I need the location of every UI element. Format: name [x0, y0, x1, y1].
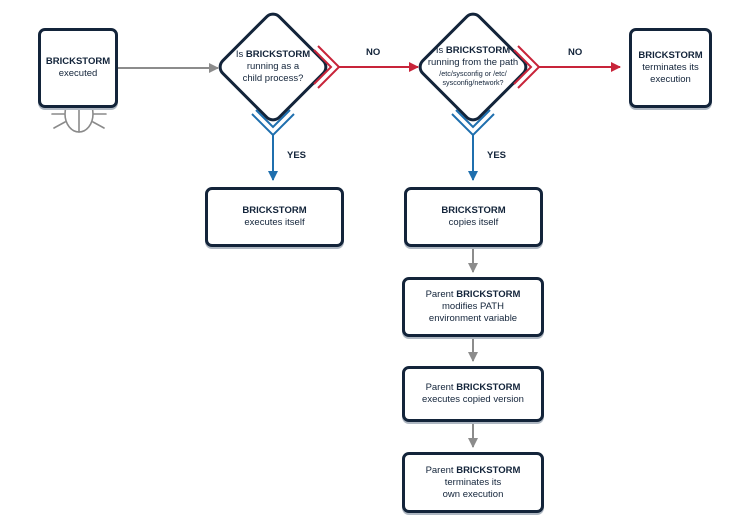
modifies-path-node: Parent BRICKSTORM modifies PATH environm… [402, 277, 544, 337]
edge-label-yes-2: YES [487, 150, 507, 161]
start-node-line2: executed [58, 68, 98, 79]
terminates-node-line3: execution [650, 74, 691, 85]
edge-label-no-1: NO [366, 47, 381, 58]
start-node: BRICKSTORM executed [38, 28, 118, 108]
executes-itself-title: BRICKSTORM [242, 205, 307, 216]
executes-itself-node: BRICKSTORM executes itself [205, 187, 344, 247]
start-node-title: BRICKSTORM [45, 56, 111, 67]
terminates-own-line3: own execution [442, 488, 504, 500]
decision1-line2: running as a [246, 61, 300, 72]
terminates-own-line2: terminates its [444, 476, 502, 488]
copies-itself-line2: copies itself [448, 217, 499, 228]
terminates-own-node: Parent BRICKSTORM terminates its own exe… [402, 452, 544, 513]
decision2-diamond [418, 12, 528, 122]
decision2-line4: sysconfig/network? [442, 78, 504, 87]
copies-itself-node: BRICKSTORM copies itself [404, 187, 543, 247]
executes-copied-node: Parent BRICKSTORM executes copied versio… [402, 366, 544, 422]
decision1-text: Is BRICKSTORM running as a child process… [223, 49, 323, 85]
decision1-line3: child process? [242, 73, 304, 84]
decision2-line3: /etc/sysconfig or /etc/ [439, 69, 507, 78]
terminates-node-line2: terminates its [642, 62, 699, 73]
executes-itself-line2: executes itself [244, 217, 305, 228]
terminates-own-line1: Parent BRICKSTORM [425, 464, 521, 476]
modifies-path-line3: environment variable [428, 313, 518, 324]
modifies-path-line2: modifies PATH [442, 301, 504, 312]
edge-label-no-2: NO [568, 47, 583, 58]
decision1-diamond [218, 12, 328, 122]
terminates-node: BRICKSTORM terminates its execution [629, 28, 712, 108]
copies-itself-title: BRICKSTORM [441, 205, 506, 216]
decision2-line1: Is BRICKSTORM [435, 45, 511, 56]
executes-copied-line1: Parent BRICKSTORM [425, 382, 521, 393]
executes-copied-line2: executes copied version [422, 394, 524, 405]
decision1-line1: Is BRICKSTORM [235, 49, 311, 60]
terminates-node-title: BRICKSTORM [638, 50, 703, 61]
modifies-path-line1: Parent BRICKSTORM [425, 289, 521, 300]
edge-label-yes-1: YES [287, 150, 307, 161]
decision2-line2: running from the path [427, 57, 519, 68]
decision2-text: Is BRICKSTORM running from the path /etc… [418, 45, 528, 87]
